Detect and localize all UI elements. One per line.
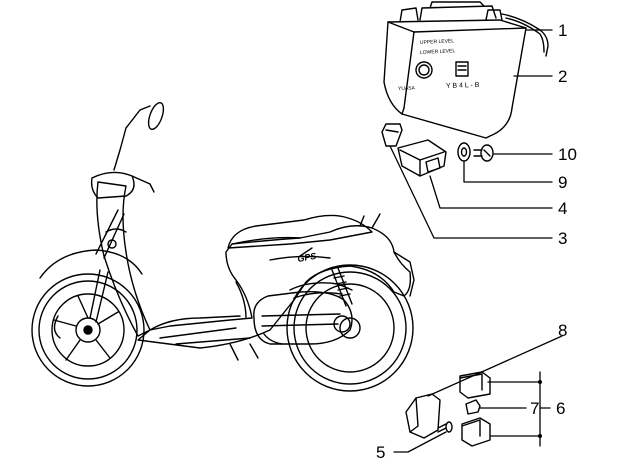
connector-cap-top xyxy=(459,371,491,399)
callout-9: 9 xyxy=(558,173,567,192)
connector-clip xyxy=(465,399,481,415)
engine-unit xyxy=(253,290,353,345)
battery-label-text: UPPER LEVEL LOWER LEVEL Y B 4 L - B YUAS… xyxy=(398,38,480,92)
cover-plate xyxy=(405,393,441,439)
svg-text:UPPER LEVEL: UPPER LEVEL xyxy=(420,38,455,46)
svg-text:Y B 4 L - B: Y B 4 L - B xyxy=(446,82,480,90)
callout-8: 8 xyxy=(558,321,567,340)
rear-wheel xyxy=(286,264,414,392)
callout-10: 10 xyxy=(558,145,577,164)
front-wheel xyxy=(31,273,145,387)
svg-text:LOWER LEVEL: LOWER LEVEL xyxy=(420,48,456,56)
washer xyxy=(457,142,471,162)
seat xyxy=(227,214,373,249)
callout-3: 3 xyxy=(558,229,567,248)
callout-2: 2 xyxy=(558,67,567,86)
battery-drawing xyxy=(383,1,549,139)
callout-1: 1 xyxy=(558,21,567,40)
body-brand-decal: GPS xyxy=(297,251,317,264)
callout-4: 4 xyxy=(558,199,567,218)
small-screw xyxy=(437,421,453,433)
callout-6: 6 xyxy=(556,399,565,418)
screw xyxy=(473,144,494,162)
svg-text:YUASA: YUASA xyxy=(398,85,416,92)
relay-bracket xyxy=(381,123,403,147)
leader-lines xyxy=(389,29,563,453)
callout-numbers: 1 2 10 9 4 3 8 7 6 5 xyxy=(376,21,577,462)
front-fender xyxy=(39,249,143,279)
scooter-body xyxy=(137,225,412,349)
front-shield xyxy=(96,181,151,337)
callout-5: 5 xyxy=(376,443,385,462)
scooter-drawing xyxy=(31,101,415,392)
connector-cap-bottom xyxy=(461,417,491,447)
bracket-end-dots xyxy=(538,380,542,438)
relay-unit xyxy=(397,139,447,177)
callout-7: 7 xyxy=(530,399,539,418)
